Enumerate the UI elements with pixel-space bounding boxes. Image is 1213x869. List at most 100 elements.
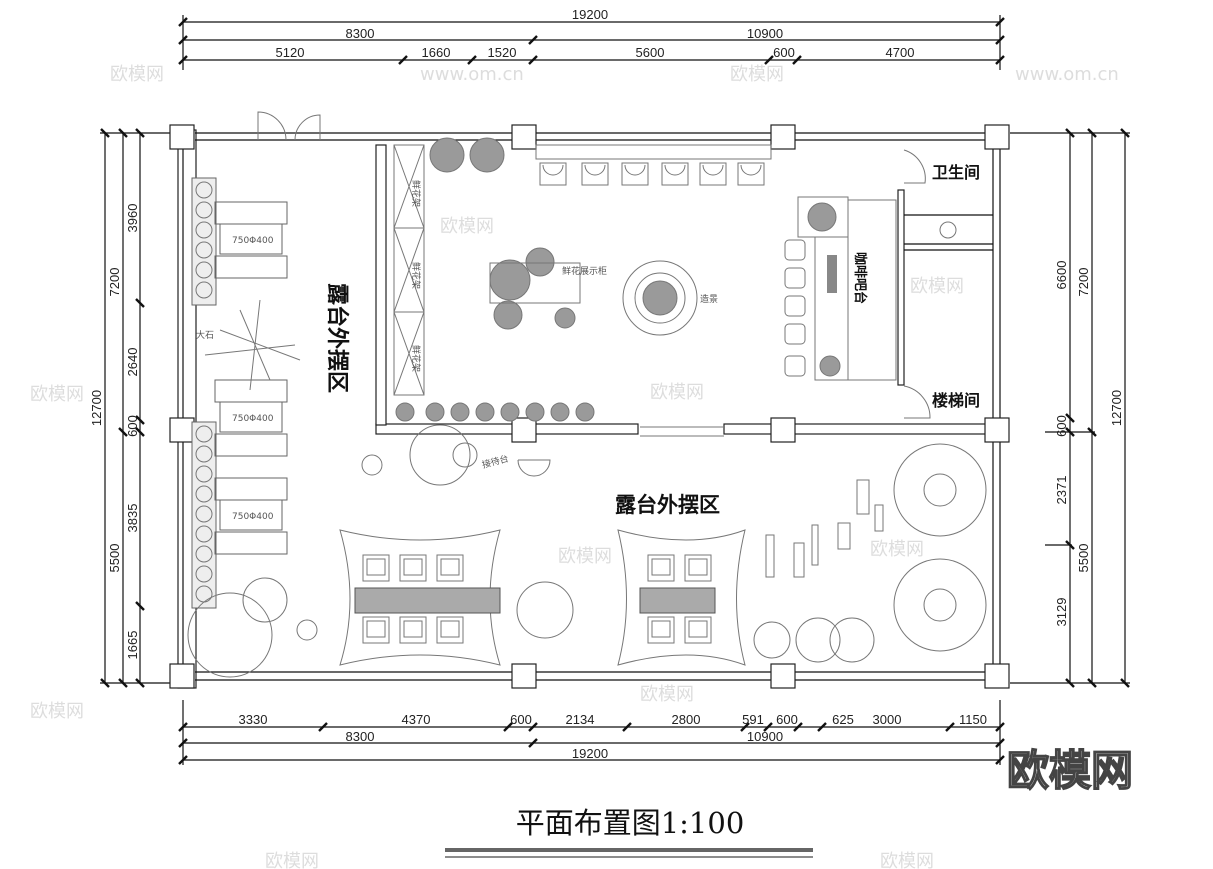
- shrub: [195, 545, 213, 563]
- table: [219, 401, 283, 433]
- dim-left-total: 12700: [89, 390, 104, 426]
- chair: [539, 162, 567, 186]
- flower-rack-label: 鲜花架: [410, 345, 422, 372]
- watermark-logo: 欧模网: [110, 64, 164, 85]
- dim-label: 600: [510, 712, 532, 727]
- terrace-left-label: 露台外摆区: [324, 283, 350, 393]
- watermark-logo: 欧模网: [30, 701, 84, 722]
- shrub: [195, 201, 213, 219]
- flower-cabinet-label: 鲜花展示柜: [562, 265, 607, 277]
- chair: [684, 554, 712, 582]
- dim-label: 4700: [886, 45, 915, 60]
- toilet-label: 卫生间: [932, 163, 980, 182]
- flower-rack-label: 鲜花架: [410, 180, 422, 207]
- dim-label: 3000: [873, 712, 902, 727]
- column: [511, 663, 537, 689]
- door: [294, 114, 321, 141]
- dim-label: 3129: [1054, 598, 1069, 627]
- chair-seat: [366, 620, 386, 638]
- column: [169, 124, 195, 150]
- watermarks: 欧模网 欧模网 www.om.cn www.om.cn 欧模网 欧模网 欧模网 …: [30, 64, 1119, 869]
- dim-label: 3835: [125, 504, 140, 533]
- dim-label: 1520: [488, 45, 517, 60]
- dim-label: 2134: [566, 712, 595, 727]
- column: [984, 663, 1010, 689]
- chair-seat: [403, 620, 423, 638]
- chair-back: [624, 164, 646, 176]
- column: [511, 417, 537, 443]
- chair: [581, 162, 609, 186]
- sofa: [214, 531, 288, 555]
- chair-seat: [440, 558, 460, 576]
- door: [903, 149, 926, 184]
- dim-label: 2371: [1054, 476, 1069, 505]
- watermark-logo: 欧模网: [440, 216, 494, 237]
- walls: [169, 111, 1010, 689]
- sofa: [214, 477, 288, 501]
- chair-seat: [651, 558, 671, 576]
- bar-stool: [784, 267, 806, 289]
- chair-seat: [366, 558, 386, 576]
- planter: [550, 402, 570, 422]
- watermark-logo: 欧模网: [870, 539, 924, 560]
- dim-label: 600: [773, 45, 795, 60]
- chair-back: [664, 164, 686, 176]
- chair: [699, 162, 727, 186]
- planter: [575, 402, 595, 422]
- dim-label: 8300: [346, 729, 375, 744]
- watermark-url: www.om.cn: [420, 64, 524, 85]
- table-size-label: 750Φ400: [232, 414, 274, 424]
- chair: [436, 554, 464, 582]
- dim-label: 5500: [107, 544, 122, 573]
- planter: [500, 402, 520, 422]
- chair-back: [740, 164, 762, 176]
- column: [770, 124, 796, 150]
- dim-top-total: 19200: [572, 7, 608, 22]
- dim-label: 3960: [125, 204, 140, 233]
- left-dimensions: 12700 7200 5500 3960 2640 600 3835 1665: [89, 128, 170, 688]
- dim-label: 8300: [346, 26, 375, 41]
- chair: [399, 616, 427, 644]
- chair: [362, 616, 390, 644]
- watermark-logo: 欧模网: [910, 276, 964, 297]
- dim-label: 600: [125, 415, 140, 437]
- shrub: [195, 525, 213, 543]
- dim-label: 5500: [1076, 544, 1091, 573]
- chair-back: [584, 164, 606, 176]
- terrace-bottom-label: 露台外摆区: [615, 493, 720, 517]
- table-size-label: 750Φ400: [232, 512, 274, 522]
- furniture: 鲜花架 鲜花架 鲜花架 鲜花展示柜 造景 咖啡吧台 750Φ400750Φ400…: [187, 137, 987, 678]
- dim-label: 5120: [276, 45, 305, 60]
- right-dimensions: 6600 600 2371 3129 7200 5500 12700: [1010, 128, 1130, 688]
- watermark-logo: 欧模网: [30, 384, 84, 405]
- stairs-label: 楼梯间: [932, 391, 980, 410]
- chair: [737, 162, 765, 186]
- shrub: [195, 281, 213, 299]
- chair-back: [702, 164, 724, 176]
- sofa: [214, 255, 288, 279]
- column: [169, 417, 195, 443]
- dim-label: 6600: [1054, 261, 1069, 290]
- bar-stool: [784, 239, 806, 261]
- dim-label: 625: [832, 712, 854, 727]
- shrub: [195, 425, 213, 443]
- chair-seat: [688, 620, 708, 638]
- bar-stool: [784, 355, 806, 377]
- shrub: [195, 181, 213, 199]
- watermark-logo: 欧模网: [640, 684, 694, 705]
- chair-seat: [403, 558, 423, 576]
- top-dimensions: 19200 8300 10900 5120 1660 1520 5600 600…: [178, 7, 1005, 70]
- column: [984, 417, 1010, 443]
- dim-label: 3330: [239, 712, 268, 727]
- planter: [475, 402, 495, 422]
- dim-label: 1150: [959, 712, 987, 727]
- table: [219, 223, 283, 255]
- dim-label: 600: [1054, 415, 1069, 437]
- shrub: [195, 445, 213, 463]
- dim-label: 7200: [1076, 268, 1091, 297]
- chair-seat: [651, 620, 671, 638]
- shrub: [195, 485, 213, 503]
- chair: [621, 162, 649, 186]
- dim-bottom-total: 19200: [572, 746, 608, 761]
- watermark-logo: 欧模网: [730, 64, 784, 85]
